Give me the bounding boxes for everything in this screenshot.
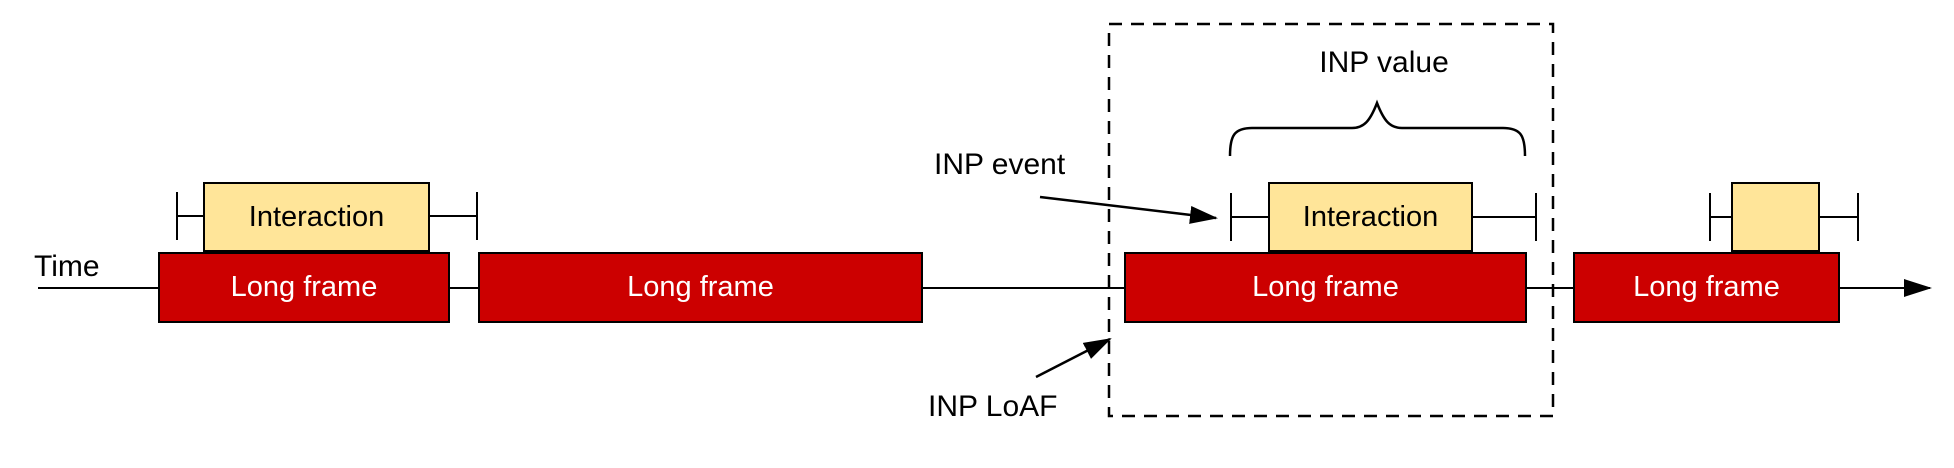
interaction-1-whiskers bbox=[176, 192, 478, 240]
long-frame-1: Long frame bbox=[158, 252, 450, 323]
long-frame-3: Long frame bbox=[1124, 252, 1527, 323]
inp-loaf-arrow bbox=[1035, 337, 1112, 379]
inp-event-arrow bbox=[1039, 195, 1218, 224]
long-frame-4: Long frame bbox=[1573, 252, 1840, 323]
interaction-2-label: Interaction bbox=[1302, 200, 1439, 233]
interaction-3-whiskers bbox=[1709, 193, 1859, 241]
long-frame-2: Long frame bbox=[478, 252, 923, 323]
interaction-3 bbox=[1731, 182, 1820, 252]
long-frame-4-label: Long frame bbox=[1633, 271, 1780, 303]
time-axis-label: Time bbox=[34, 250, 100, 283]
long-frame-2-label: Long frame bbox=[627, 271, 774, 303]
inp-loaf-label: INP LoAF bbox=[928, 390, 1058, 423]
inp-value-label: INP value bbox=[1319, 46, 1449, 79]
long-frame-1-label: Long frame bbox=[230, 271, 378, 303]
interaction-2-whiskers bbox=[1230, 193, 1537, 241]
inp-loaf-dashed-box bbox=[1107, 22, 1555, 418]
inp-event-label: INP event bbox=[934, 148, 1066, 181]
interaction-1: Interaction bbox=[203, 182, 430, 252]
long-frame-3-label: Long frame bbox=[1252, 271, 1399, 303]
inp-value-brace bbox=[1228, 99, 1527, 157]
interaction-1-label: Interaction bbox=[248, 200, 385, 233]
interaction-2: Interaction bbox=[1268, 182, 1473, 252]
